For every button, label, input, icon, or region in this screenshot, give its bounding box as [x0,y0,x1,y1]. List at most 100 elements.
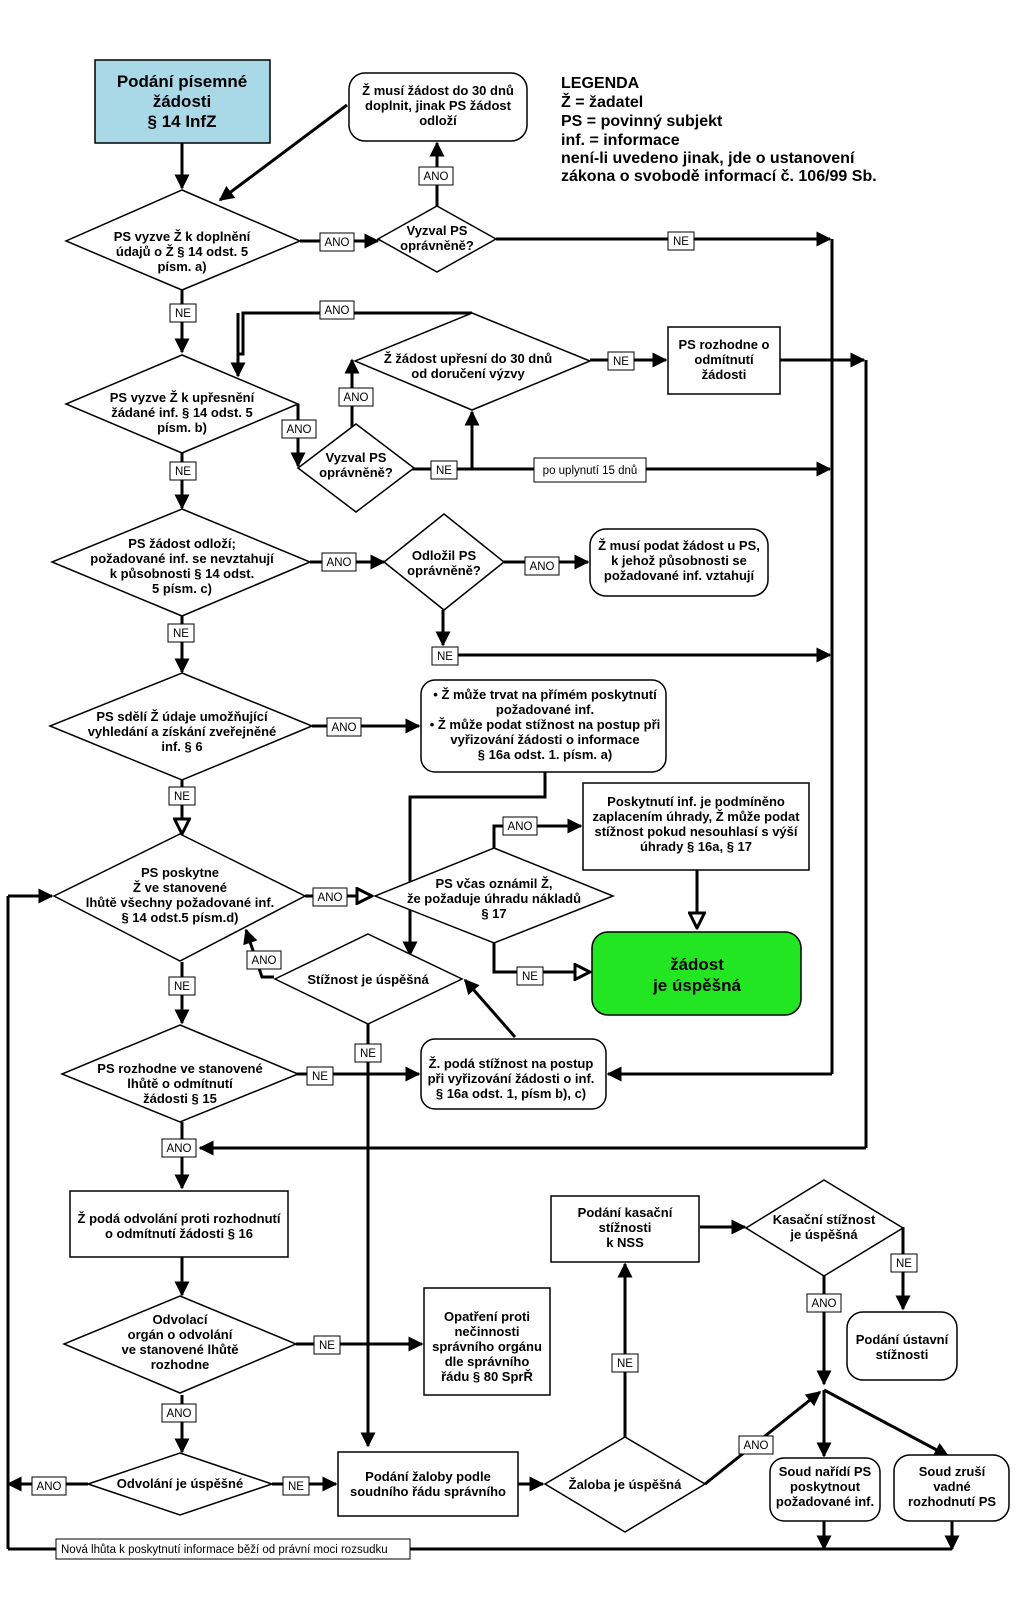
edge-label-ne: NE [516,966,544,986]
decision-stiznost: Stížnost je úspěšná [273,933,464,1025]
legend-line: Ž = žadatel [561,92,643,111]
svg-text:NE: NE [175,308,191,320]
success-line: je úspěšná [652,976,741,995]
edge-label-ano: ANO [338,387,374,407]
svg-text:NE: NE [613,356,629,368]
svg-text:ANO: ANO [318,892,343,904]
node-text: odmítnutí [694,352,754,367]
node-text: Ž ve stanovené [133,880,227,895]
decision-odvolaci-organ: Odvolací orgán o odvolání ve stanovené l… [62,1295,298,1394]
svg-text:ANO: ANO [508,821,533,833]
edge-label-ne: NE [306,1066,334,1086]
label-15-dni: po uplynutí 15 dnů [533,457,647,483]
start-line: Podání písemné [117,72,247,91]
node-text: žádosti § 15 [143,1091,217,1106]
label-15-dni-text: po uplynutí 15 dnů [543,465,638,477]
svg-text:ANO: ANO [530,561,555,573]
edge-label-ne: NE [282,1476,310,1496]
footer-note: Nová lhůta k poskytnutí informace běží o… [55,1538,411,1560]
box-odmitnuti-1: PS rozhodne o odmítnutí žádosti [667,326,781,395]
node-text: Soud zruší [919,1464,986,1479]
node-text: PS sdělí Ž údaje umožňující [96,709,268,724]
edge-label-ne: NE [169,303,197,323]
svg-text:NE: NE [173,628,189,640]
edge-label-ano: ANO [502,816,538,836]
edge-label-ne: NE [168,976,196,996]
decision-zaloba: Žaloba je úspěšná [543,1436,707,1533]
edge-label-ne: NE [667,231,695,251]
legend-line: zákona o svobodě informací č. 106/99 Sb. [561,168,877,185]
box-stiznost-postup: Ž. podá stížnost na postup při vyřizován… [420,1038,607,1110]
edge-label-ano: ANO [31,1476,67,1496]
node-text: Ž. podá stížnost na postup [429,1056,594,1071]
success-box [591,931,802,1016]
node-text: Ž musí žádost do 30 dnů [362,83,514,98]
node-text: rozhodne [151,1357,210,1372]
node-text: stížnosti [599,1220,652,1235]
footer-note-text: Nová lhůta k poskytnutí informace běží o… [61,1544,388,1556]
start-node: Podání písemné žádosti § 14 InfZ [94,59,271,144]
node-text: PS vyzve Ž k upřesnění [110,390,255,405]
node-text: • Ž může trvat na přímém poskytnutí [433,687,657,702]
svg-text:NE: NE [319,1340,335,1352]
node-text: Kasační stížnost [773,1212,876,1227]
node-text: Opatření proti [444,1309,530,1324]
svg-text:ANO: ANO [252,955,277,967]
node-text: PS poskytne [141,865,219,880]
node-text: rozhodnutí PS [908,1494,996,1509]
node-text: soudního řádu správního [350,1484,506,1499]
edge-label-ne: NE [169,461,197,481]
decision-odlozil: Odložil PS oprávněně? [382,513,506,611]
edge-label-ne: NE [167,623,195,643]
svg-text:ANO: ANO [37,1481,62,1493]
node-text: k působnosti § 14 odst. [110,566,254,581]
edge-label-ne: NE [431,646,459,666]
decision-upresneni: PS vyzve Ž k upřesnění žádané inf. § 14 … [64,354,300,454]
decision-vyzval-1: Vyzval PS oprávněně? [376,205,498,273]
node-text: Podání žaloby podle [365,1469,491,1484]
node-text: ve stanovené lhůtě [121,1342,238,1357]
box-soud-zrusi: Soud zruší vadné rozhodnutí PS [893,1454,1010,1522]
node-text: § 16a odst. 1. písm. a) [478,747,612,762]
connector-lines [6,103,960,1551]
edge-label-ne: NE [354,1043,382,1063]
node-text: stížnost pokud nesouhlasí s výší [595,824,798,839]
edge-label-ne: NE [168,786,196,806]
svg-text:ANO: ANO [744,1440,769,1452]
decision-odlozi: PS žádost odloží; požadované inf. se nev… [50,508,312,617]
box-doplnit: Ž musí žádost do 30 dnů doplnit, jinak P… [348,72,528,142]
node-text: údajů o Ž § 14 odst. 5 [116,244,248,259]
node-text: odloží [419,113,457,128]
edge-label-ano: ANO [524,556,560,576]
decision-poskytne: PS poskytne Ž ve stanovené lhůtě všechny… [52,833,307,962]
node-text: § 17 [481,906,506,921]
node-text: oprávněně? [407,563,481,578]
node-text: Ž žádost upřesní do 30 dnů [384,351,552,366]
node-text: správního orgánu [432,1339,542,1354]
node-text: žádosti [702,367,747,382]
svg-text:NE: NE [174,791,190,803]
node-text: Podání kasační [578,1205,673,1220]
box-kasacni: Podání kasační stížnosti k NSS [550,1195,700,1263]
edge-label-ano: ANO [321,552,357,572]
node-text: § 16a odst. 1, písm b), c) [436,1086,586,1101]
decision-zverejnene: PS sdělí Ž údaje umožňující vyhledání a … [48,672,314,781]
node-text: Odvolání je úspěšné [117,1476,243,1491]
node-text: žádané inf. § 14 odst. 5 [111,405,253,420]
start-line: žádosti [153,92,212,111]
node-text: § 14 odst.5 písm.d) [121,910,238,925]
start-line: § 14 InfZ [148,112,217,131]
start-box [94,59,271,144]
decision-uhrada: PS včas oznámil Ž, že požaduje úhradu ná… [372,847,616,944]
box-jiny-ps: Ž musí podat žádost u PS, k jehož působn… [589,528,769,597]
edge-labels: ANO ANO NE NE ANO NE ANO ANO NE NE ANO A… [31,166,918,1496]
node-text: lhůtě o odmítnutí [127,1076,233,1091]
success-node: žádost je úspěšná [591,931,802,1016]
node-text: Ž podá odvolání proti rozhodnutí [78,1211,281,1226]
node-text: dle správního [445,1354,530,1369]
node-text: Vyzval PS [407,223,468,238]
decision-vyzval-2: Vyzval PS oprávněně? [296,423,416,513]
box-necinnost: Opatření proti nečinnosti správního orgá… [423,1287,551,1396]
svg-text:NE: NE [522,971,538,983]
